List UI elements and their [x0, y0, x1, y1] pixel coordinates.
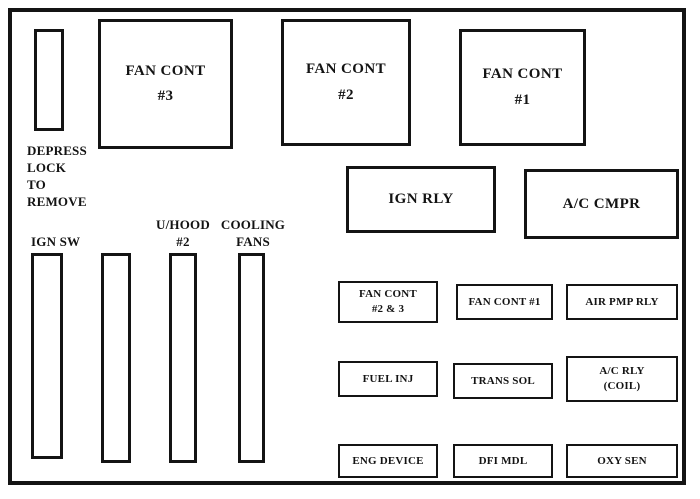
fuse-ac-cmpr-label: A/C CMPR [562, 195, 641, 212]
fuse-ac-rly-coil-label-line2: (COIL) [603, 380, 641, 392]
fuse-dfi-mdl: DFI MDL [453, 444, 553, 478]
label-cooling-fans-line2: FANS [236, 233, 270, 249]
fuse-fan-cont-3: FAN CONT #3 [98, 19, 233, 149]
fuse-ac-rly-coil-label-line1: A/C RLY [599, 365, 645, 378]
label-cooling-fans-line1: COOLING [220, 217, 286, 232]
depress-lock-tab [34, 29, 64, 131]
fuse-fan-cont-2-3-label-line2: #2 & 3 [371, 303, 405, 315]
fuse-fuel-inj: FUEL INJ [338, 361, 438, 397]
fuse-eng-device-label: ENG DEVICE [352, 454, 424, 467]
fuse-fan-cont-2-3: FAN CONT #2 & 3 [338, 281, 438, 323]
note-line-3: TO [27, 176, 46, 192]
fuse-fan-cont-1-label-line1: FAN CONT [482, 66, 563, 82]
fuse-fan-cont-3-label-line2: #3 [157, 88, 174, 104]
fuse-ign-rly-label: IGN RLY [388, 191, 454, 207]
fuse-oxy-sen: OXY SEN [566, 444, 678, 478]
fuse-fan-cont-2-label-line1: FAN CONT [305, 61, 386, 77]
fuse-dfi-mdl-label: DFI MDL [478, 454, 528, 467]
label-cooling-fans: COOLING FANS [208, 217, 298, 251]
fuse-air-pmp-rly: AIR PMP RLY [566, 284, 678, 320]
note-line-4: REMOVE [27, 193, 87, 209]
fuse-trans-sol-label: TRANS SOL [471, 374, 535, 387]
depress-lock-note: DEPRESS LOCK TO REMOVE [27, 143, 87, 211]
fuse-fuel-inj-label: FUEL INJ [362, 372, 414, 385]
label-uhood-2: U/HOOD #2 [138, 217, 228, 251]
fuse-fan-cont-1-label-line2: #1 [514, 91, 531, 108]
fuse-fan-cont-1-small: FAN CONT #1 [456, 284, 553, 320]
fuse-box-outline: DEPRESS LOCK TO REMOVE FAN CONT #3 FAN C… [8, 8, 686, 485]
fuse-oxy-sen-label: OXY SEN [597, 454, 647, 467]
fuse-fan-cont-2: FAN CONT #2 [281, 19, 411, 146]
fuse-eng-device: ENG DEVICE [338, 444, 438, 478]
label-ign-sw-text: IGN SW [31, 234, 81, 249]
fuse-fan-cont-2-label-line2: #2 [338, 86, 354, 103]
label-uhood-2-line2: #2 [176, 233, 190, 249]
fuse-fan-cont-1: FAN CONT #1 [459, 29, 586, 146]
fuse-strip-ign-sw [31, 253, 63, 459]
label-ign-sw: IGN SW [31, 234, 80, 251]
fuse-fan-cont-1-small-label: FAN CONT #1 [468, 295, 541, 308]
fuse-fan-cont-3-label-line1: FAN CONT [125, 62, 206, 79]
fuse-air-pmp-rly-label: AIR PMP RLY [585, 295, 659, 308]
fuse-fan-cont-2-3-label-line1: FAN CONT [359, 288, 417, 301]
fuse-strip-cooling-fans [238, 253, 265, 463]
fuse-strip-2 [101, 253, 131, 463]
note-line-2: LOCK [27, 159, 67, 175]
note-line-1: DEPRESS [27, 143, 87, 158]
fuse-ign-rly: IGN RLY [346, 166, 496, 233]
fuse-ac-cmpr: A/C CMPR [524, 169, 679, 239]
fuse-ac-rly-coil: A/C RLY (COIL) [566, 356, 678, 402]
fuse-trans-sol: TRANS SOL [453, 363, 553, 399]
fuse-strip-uhood-2 [169, 253, 197, 463]
label-uhood-2-line1: U/HOOD [156, 217, 210, 232]
